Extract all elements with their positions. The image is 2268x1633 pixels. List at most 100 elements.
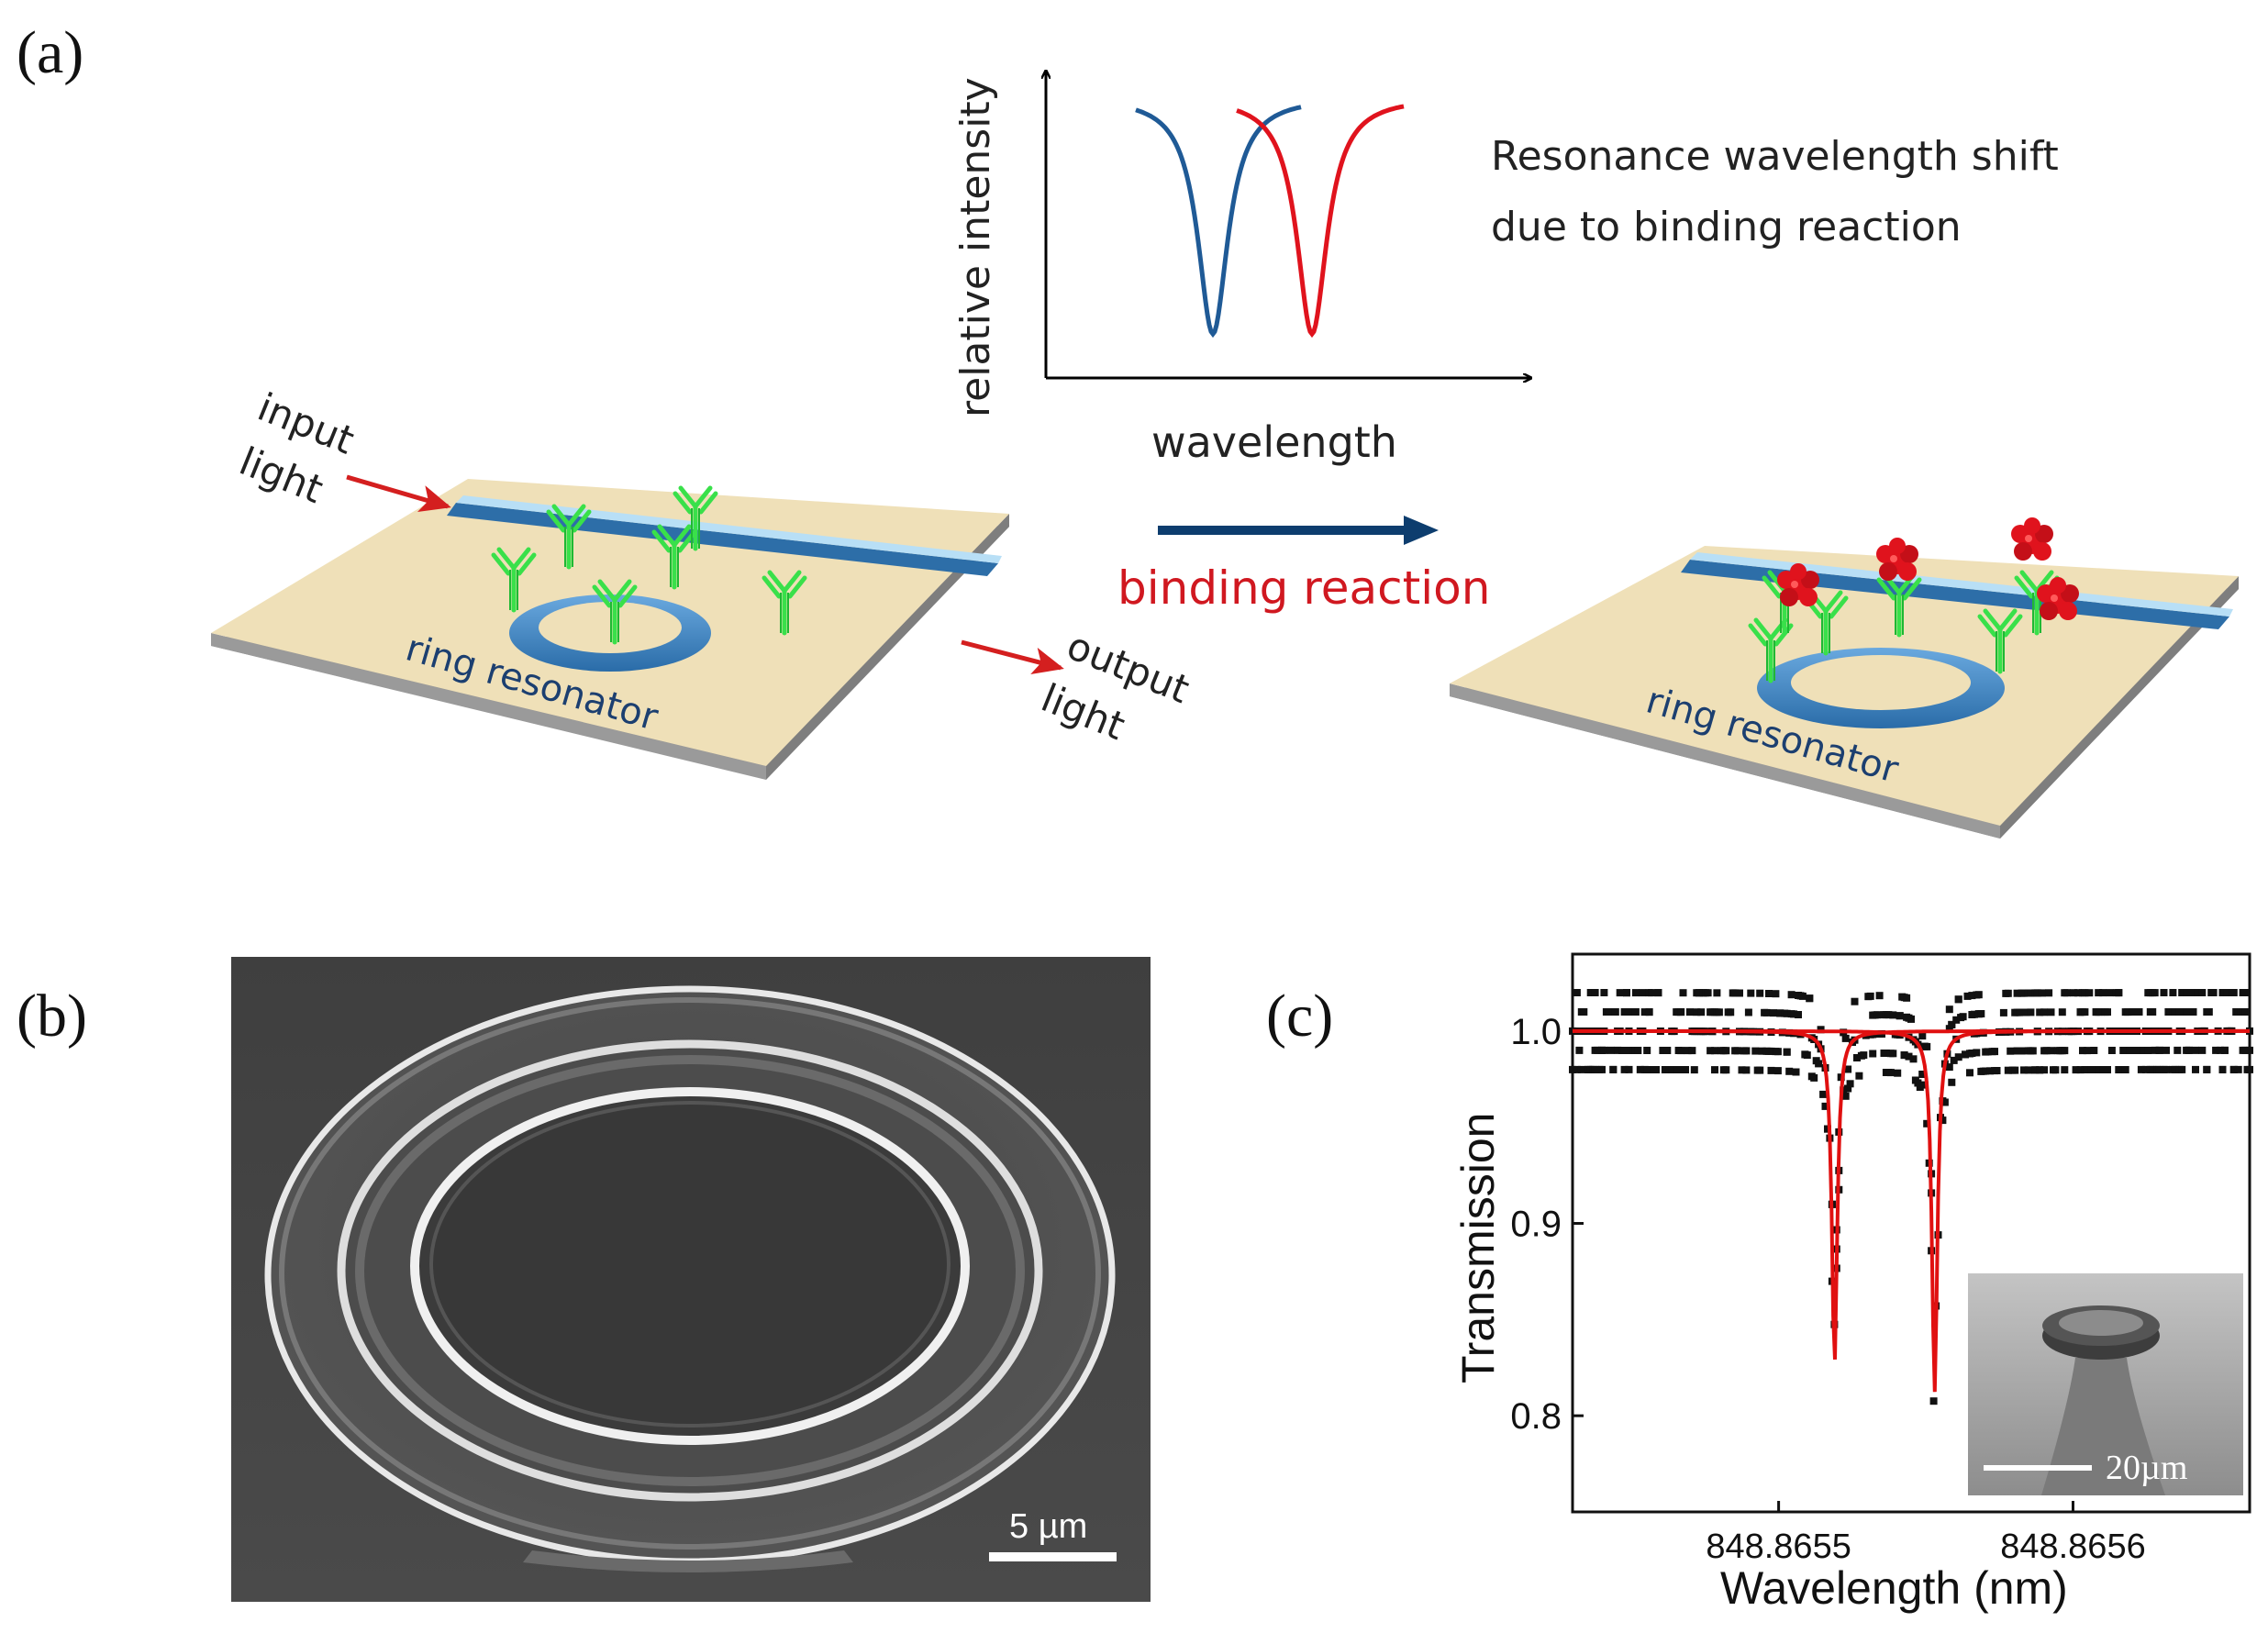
measured-point xyxy=(1945,1005,1953,1014)
measured-point xyxy=(2090,1047,2098,1054)
measured-point xyxy=(2144,1047,2152,1054)
measured-point xyxy=(2061,1066,2069,1074)
measured-point xyxy=(2036,1008,2044,1016)
waveguide-before xyxy=(447,503,998,576)
measured-point xyxy=(2124,1008,2132,1016)
measured-point xyxy=(1903,994,1911,1002)
measured-point xyxy=(1614,1046,1622,1054)
inset-sem-image: 20µm xyxy=(1968,1273,2243,1495)
measured-point xyxy=(1894,1069,1902,1077)
measured-point xyxy=(1711,1066,1718,1074)
measured-point xyxy=(1663,1047,1672,1054)
measured-point xyxy=(1886,1069,1895,1077)
x-tick-label: 848.8655 xyxy=(1706,1527,1851,1566)
analyte-3 xyxy=(2011,517,2053,561)
measured-point xyxy=(1573,989,1581,996)
measured-point xyxy=(1945,1063,1953,1072)
measured-point xyxy=(2087,1066,2096,1073)
measured-point xyxy=(1573,1065,1581,1073)
measured-point xyxy=(2058,1008,2066,1016)
measured-point xyxy=(1747,989,1755,997)
measured-point xyxy=(1918,1032,1927,1040)
measured-point xyxy=(1954,1053,1962,1061)
measured-point xyxy=(2129,1008,2137,1016)
measured-point xyxy=(2099,989,2107,997)
mini-x-label: wavelength xyxy=(1151,417,1397,467)
measured-point xyxy=(2062,989,2071,997)
x-tick-label: 848.8656 xyxy=(2000,1527,2146,1566)
fit-curve-dip-2 xyxy=(1573,1028,2250,1393)
measured-point xyxy=(1598,1065,1606,1073)
measured-point xyxy=(1806,994,1814,1003)
measured-point xyxy=(2155,1065,2163,1073)
measured-point xyxy=(2162,1065,2170,1073)
measured-point xyxy=(1984,1048,1992,1056)
measured-point xyxy=(2027,989,2035,997)
measured-point xyxy=(1713,989,1721,997)
measured-point xyxy=(2209,989,2218,996)
measured-point xyxy=(1821,1102,1829,1110)
measured-point xyxy=(1625,1008,1633,1016)
measured-point xyxy=(2203,1065,2211,1073)
measured-point xyxy=(1640,1008,1649,1016)
measured-point xyxy=(1677,1008,1685,1016)
measured-point xyxy=(1685,1008,1694,1016)
measured-point xyxy=(2004,1066,2012,1074)
measured-point xyxy=(1962,1050,1969,1059)
measured-point xyxy=(1648,989,1656,997)
measured-point xyxy=(2076,1066,2085,1074)
measured-point xyxy=(1679,989,1687,997)
measured-point xyxy=(1973,1049,1981,1057)
measured-point xyxy=(2051,1066,2060,1074)
measured-point xyxy=(1652,1066,1660,1073)
measured-point xyxy=(2223,989,2231,996)
measured-point xyxy=(1643,1066,1651,1073)
measured-point xyxy=(1690,1066,1698,1074)
measured-point xyxy=(1711,1047,1718,1055)
measured-point xyxy=(1795,1011,1802,1018)
measured-point xyxy=(1889,1011,1897,1019)
measured-point xyxy=(2095,1066,2103,1073)
measured-point xyxy=(2243,989,2251,996)
measured-point xyxy=(1939,1116,1947,1125)
y-tick-label: 0.9 xyxy=(1510,1205,1562,1245)
measured-point xyxy=(2072,1066,2080,1074)
measured-point xyxy=(2013,989,2021,997)
measured-point xyxy=(1744,1008,1752,1016)
measured-point xyxy=(2018,1047,2026,1055)
measured-point xyxy=(1787,991,1796,999)
measured-point xyxy=(1591,989,1599,996)
measured-point xyxy=(1991,1048,1998,1056)
measured-point xyxy=(2107,1047,2116,1054)
measured-point xyxy=(2121,1066,2129,1073)
measured-point xyxy=(1600,989,1608,996)
measured-point xyxy=(2081,989,2089,997)
measured-point xyxy=(2027,1008,2035,1016)
measured-point xyxy=(2020,989,2028,997)
measured-point xyxy=(1948,1020,1956,1028)
measured-point xyxy=(1645,1008,1653,1016)
measured-point xyxy=(2198,1046,2207,1054)
measured-point xyxy=(2126,1047,2134,1054)
measured-point xyxy=(1620,1008,1629,1016)
measured-point xyxy=(2246,1065,2253,1073)
measured-point xyxy=(1769,1009,1777,1017)
measured-point xyxy=(1873,1011,1882,1019)
chip-after: ring resonator xyxy=(1450,517,2239,839)
y-tick-label: 1.0 xyxy=(1510,1012,1562,1052)
measured-point xyxy=(1620,1047,1629,1054)
measured-point xyxy=(2175,1008,2184,1016)
measured-point xyxy=(2205,1008,2213,1016)
measured-point xyxy=(2020,1066,2028,1074)
y-tick-label: 0.8 xyxy=(1510,1396,1562,1437)
measured-point xyxy=(1677,1047,1685,1055)
measured-point xyxy=(1742,1066,1751,1074)
measured-point xyxy=(2217,1046,2224,1054)
measured-point xyxy=(2106,989,2114,997)
measured-point xyxy=(1631,989,1640,997)
measured-point xyxy=(1952,1016,1961,1024)
measured-point xyxy=(1569,1065,1576,1073)
measured-point xyxy=(2187,989,2195,996)
measured-point xyxy=(2135,1008,2143,1016)
measured-point xyxy=(1920,1081,1929,1089)
